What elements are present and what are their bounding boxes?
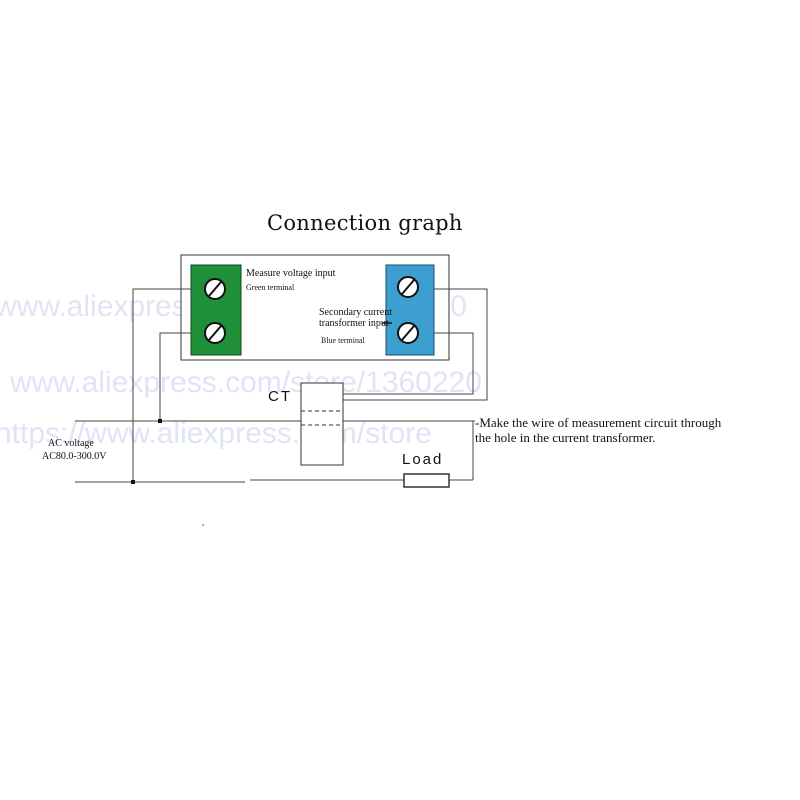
junction-dot (158, 419, 162, 423)
green-terminal-label: Measure voltage input (246, 268, 336, 279)
blue-terminal-label-line1: Secondary current (319, 307, 393, 318)
screw-icon (204, 322, 226, 344)
stray-dot (202, 524, 204, 526)
blue-terminal-label-line2: transformer input (319, 318, 389, 329)
ac-voltage-label: AC voltage (48, 438, 94, 449)
blue-terminal-sublabel: Blue terminal (321, 336, 365, 345)
screw-icon (397, 322, 419, 344)
watermark-text: https://www.aliexpress.com/store (0, 417, 432, 450)
ac-voltage-range: AC80.0-300.0V (42, 451, 107, 462)
green-terminal-sublabel: Green terminal (246, 283, 295, 292)
ct-wires (332, 288, 488, 401)
screw-icon (204, 278, 226, 300)
junction-dot (131, 480, 135, 484)
load-resistor (403, 473, 450, 488)
wiring-note-line1: -Make the wire of measurement circuit th… (475, 415, 722, 430)
current-transformer (300, 382, 344, 466)
load-label: Load (402, 451, 444, 468)
wiring-note-line2: the hole in the current transformer. (475, 430, 656, 445)
voltage-wires (75, 288, 475, 483)
ct-label: CT (268, 388, 292, 405)
diagram-title: Connection graph (267, 211, 463, 235)
screw-icon (397, 276, 419, 298)
